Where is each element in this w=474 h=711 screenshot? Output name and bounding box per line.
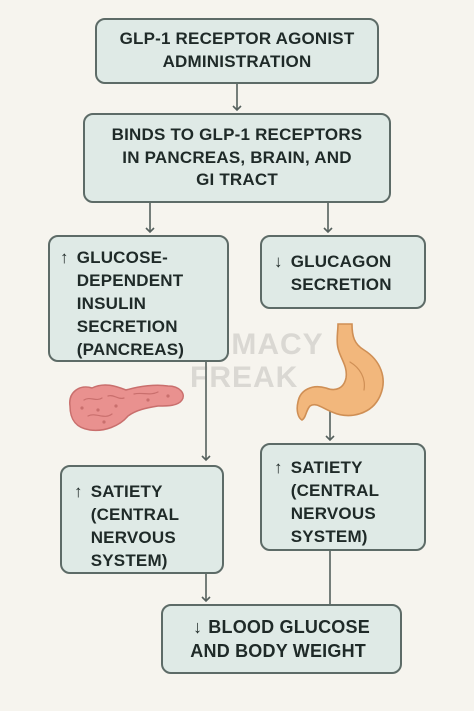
node-administration: GLP-1 RECEPTOR AGONIST ADMINISTRATION: [95, 18, 379, 84]
up-arrow-icon: ↑: [74, 482, 83, 501]
node-satiety-right: ↑ SATIETY (CENTRAL NERVOUS SYSTEM): [260, 443, 426, 551]
node-outcome: ↓ BLOOD GLUCOSE AND BODY WEIGHT: [161, 604, 402, 674]
up-arrow-icon: ↑: [60, 248, 69, 267]
stomach-icon: [296, 323, 384, 421]
up-arrow-icon: ↑: [274, 458, 283, 477]
node-insulin-secretion: ↑ GLUCOSE- DEPENDENT INSULIN SECRETION (…: [48, 235, 229, 362]
down-arrow-icon: ↓: [274, 252, 283, 271]
node-satiety-left: ↑ SATIETY (CENTRAL NERVOUS SYSTEM): [60, 465, 224, 574]
down-arrow-icon: ↓: [193, 616, 203, 637]
node-binds-receptors: BINDS TO GLP-1 RECEPTORS IN PANCREAS, BR…: [83, 113, 391, 203]
pancreas-icon: [69, 384, 184, 432]
node-glucagon-secretion: ↓ GLUCAGON SECRETION: [260, 235, 426, 309]
